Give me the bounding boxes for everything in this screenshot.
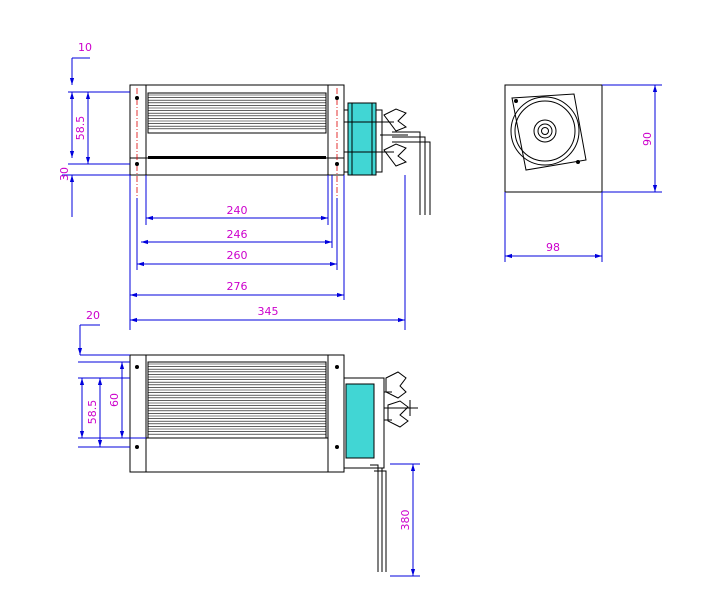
dim-240-label: 240: [227, 204, 248, 217]
dim-380-label: 380: [399, 510, 412, 531]
dim-58-5-bottom-label: 58.5: [86, 400, 99, 425]
dim-10-label: 10: [78, 41, 92, 54]
dim-20-label: 20: [86, 309, 100, 322]
housing-front: [129, 84, 345, 176]
motor-flange: [511, 93, 587, 171]
front-view: [129, 84, 431, 215]
motor-disc: [510, 96, 580, 166]
dim-30-label: 30: [58, 167, 71, 181]
dim-345-label: 345: [258, 305, 279, 318]
dim-58-5-top-label: 58.5: [74, 116, 87, 141]
dim-98-label: 98: [546, 241, 560, 254]
housing-side: [504, 84, 603, 193]
side-view: [504, 84, 603, 193]
dim-246-label: 246: [227, 228, 248, 241]
dim-260-label: 260: [227, 249, 248, 262]
plan-view-dimensions: 20 60 58.5 380: [77, 309, 420, 577]
dim-90-label: 90: [641, 132, 654, 146]
terminal-top: [383, 108, 408, 132]
motor-plan: [345, 383, 375, 459]
front-view-dimensions: 10 58.5 30 240 246 260 276 345: [58, 41, 406, 330]
side-view-dimensions: 90 98: [504, 84, 662, 262]
plan-view: [129, 354, 418, 572]
terminal-bottom: [383, 143, 408, 167]
dim-60-label: 60: [108, 393, 121, 407]
motor-front: [347, 102, 377, 176]
dim-276-label: 276: [227, 280, 248, 293]
